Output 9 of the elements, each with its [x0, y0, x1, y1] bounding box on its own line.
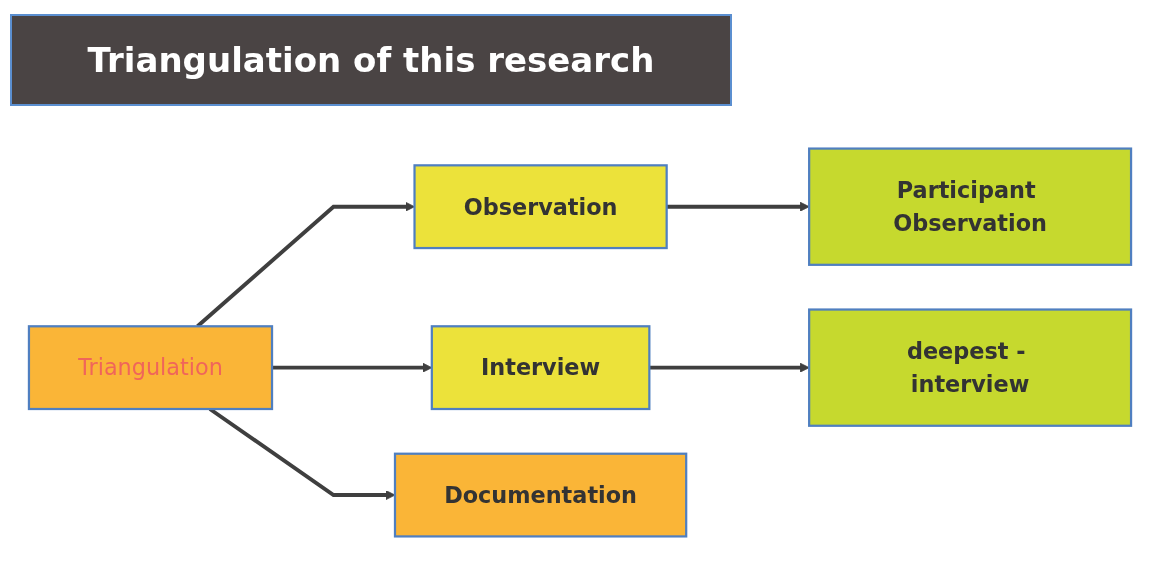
node-box: Documentation: [393, 452, 688, 538]
node-box: Participant Observation: [808, 147, 1133, 266]
title-banner: Triangulation of this research: [10, 14, 732, 106]
node-box: deepest - interview: [808, 308, 1133, 427]
node-box: Triangulation: [27, 325, 274, 411]
arrow: [649, 362, 810, 373]
node-box: Interview: [430, 325, 651, 411]
node-box: Observation: [413, 164, 668, 250]
arrow: [666, 201, 810, 212]
